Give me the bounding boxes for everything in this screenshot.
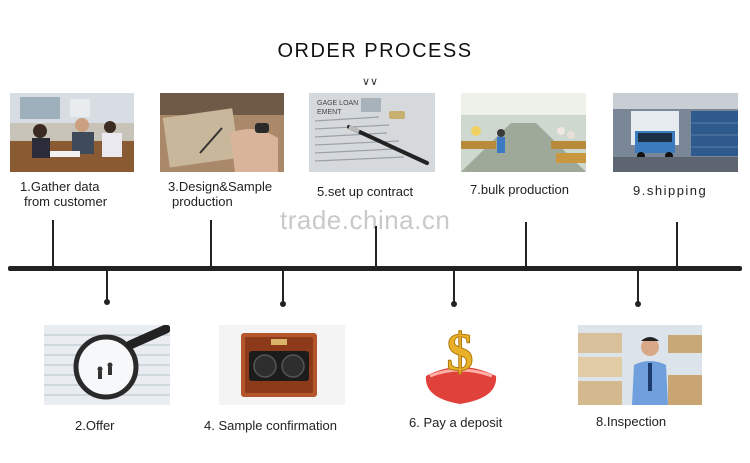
- step-8-label: 8.Inspection: [596, 414, 667, 429]
- timeline-tick-6: [453, 270, 455, 304]
- step-1-label-line2: from customer: [24, 194, 108, 209]
- step-4-label: 4. Sample confirmation: [204, 418, 337, 433]
- truck-warehouse-photo: [613, 93, 738, 172]
- timeline-dot-2: [104, 299, 110, 305]
- timeline-dot-6: [451, 301, 457, 307]
- dollar-symbol: $: [447, 322, 474, 382]
- chevron-down-icon: ∨∨: [362, 76, 379, 88]
- timeline-tick-2: [106, 270, 108, 302]
- timeline-dot-4: [280, 301, 286, 307]
- timeline-tick-5: [375, 226, 377, 268]
- timeline-tick-9: [676, 222, 678, 268]
- design-photo: [160, 93, 284, 172]
- timeline-tick-1: [52, 220, 54, 268]
- step-3-label-line2: production: [172, 194, 233, 209]
- step-3-label-line1: 3.Design&Sample: [168, 179, 273, 194]
- timeline-dot-8: [635, 301, 641, 307]
- doc-text-2: EMENT: [317, 109, 342, 116]
- watermark: trade.china.cn: [280, 205, 451, 235]
- factory-line-photo: [461, 93, 586, 172]
- step-6-label: 6. Pay a deposit: [409, 415, 503, 430]
- meeting-photo: [10, 93, 134, 172]
- page-title: ORDER PROCESS: [277, 40, 473, 62]
- dollar-wallet-photo: $: [412, 318, 508, 406]
- magnifier-photo: [44, 325, 170, 405]
- step-9-label: 9.shipping: [633, 183, 708, 198]
- timeline-tick-3: [210, 220, 212, 268]
- inspector-photo: [578, 325, 702, 405]
- timeline-tick-8: [637, 270, 639, 304]
- step-7-label: 7.bulk production: [470, 182, 570, 197]
- watch-winder-photo: [219, 325, 345, 405]
- timeline-axis: [8, 266, 742, 271]
- timeline-tick-7: [525, 222, 527, 268]
- step-2-label: 2.Offer: [75, 418, 115, 433]
- step-1-label-line1: 1.Gather data: [20, 179, 100, 194]
- contract-pen-photo: GAGE LOAN EMENT: [309, 93, 435, 172]
- step-5-label: 5.set up contract: [317, 184, 414, 199]
- timeline-tick-4: [282, 270, 284, 304]
- doc-text-1: GAGE LOAN: [317, 100, 358, 107]
